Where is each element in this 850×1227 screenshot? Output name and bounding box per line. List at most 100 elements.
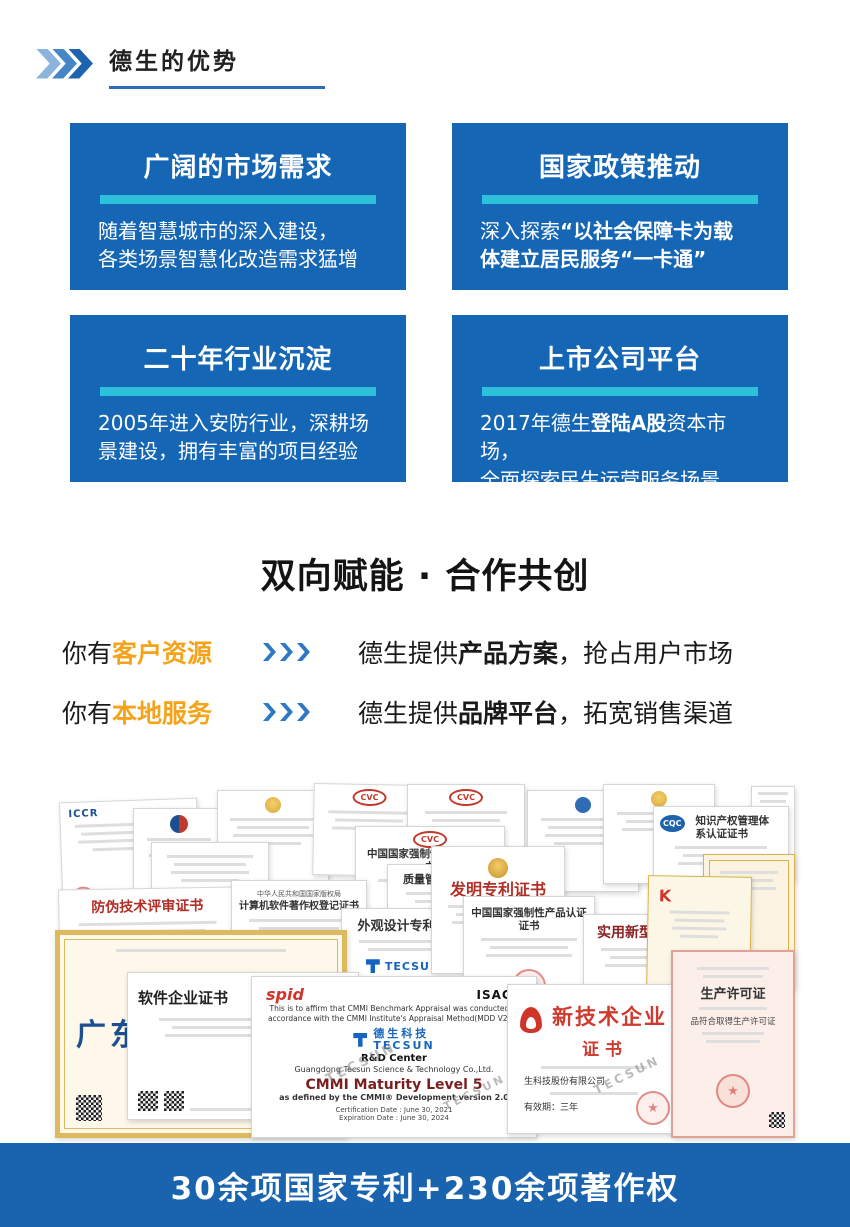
text-line (541, 818, 625, 821)
text-line (486, 954, 572, 958)
text-line (249, 918, 349, 922)
text-line (165, 1034, 321, 1037)
qr-code (164, 1091, 184, 1111)
cmmi-statement-line1: This is to affirm that CMMI Benchmark Ap… (269, 1004, 519, 1013)
card-text: 随着智慧城市的深入建设， 各类场景智慧化改造需求猛增 (98, 219, 358, 272)
certificate-title: 中国国家强制性产品认证证书 (471, 907, 587, 933)
accent-bar (482, 195, 758, 204)
certificate-label: 证书 (582, 1040, 628, 1060)
offer-tail: ，抢占用户市场 (558, 639, 734, 668)
card-body: 深入探索“以社会保障卡为载 体建立居民服务“一卡通” (470, 217, 770, 274)
card-body: 2017年德生登陆A股资本市场， 全面探索民生运营服务场景 (470, 409, 770, 494)
text-line (540, 1066, 648, 1069)
certificate-title: 外观设计专利证 (357, 919, 449, 934)
qr-code-group (138, 1091, 260, 1111)
card-title: 上市公司平台 (538, 345, 701, 375)
accent-bar (100, 195, 376, 204)
text-line (170, 871, 250, 874)
text-line (674, 918, 724, 923)
cqc-logo: CQC (660, 815, 685, 832)
text-line (554, 842, 612, 845)
certificate-title: 防伪技术评审证书 (91, 898, 204, 916)
text-line (680, 934, 718, 939)
accent-bar (100, 387, 376, 396)
qr-code (138, 1091, 158, 1111)
text-line (432, 819, 500, 822)
card-body: 2005年进入安防行业，深耕场 景建设，拥有丰富的项目经验 (88, 409, 388, 466)
advantage-card-market-demand: 广阔的市场需求 随着智慧城市的深入建设， 各类场景智慧化改造需求猛增 (70, 123, 406, 290)
tecsun-mark-icon (365, 959, 380, 974)
chevron-icon (280, 703, 293, 721)
text-line (701, 1032, 765, 1035)
certificate-title: 生产许可证 (700, 987, 766, 1002)
cvc-logo: CVC (413, 831, 447, 848)
advantage-card-experience: 二十年行业沉淀 2005年进入安防行业，深耕场 景建设，拥有丰富的项目经验 (70, 315, 406, 482)
text-line (146, 838, 212, 841)
text-line (674, 846, 768, 850)
text-line (672, 926, 727, 931)
round-logo-icon (575, 797, 591, 813)
text-line (116, 949, 286, 952)
offer-tail: ，拓宽销售渠道 (558, 699, 734, 728)
card-text: 资本市场， 全面探索民生运营服务场景 (480, 411, 727, 492)
text-line (696, 967, 770, 970)
red-seal-stamp (636, 1091, 670, 1125)
collab-row-customer: 你有客户资源 德生提供产品方案，抢占用户市场 (62, 634, 733, 670)
cvc-logo: CVC (449, 789, 483, 806)
chevron-icon (280, 643, 293, 661)
qr-code (769, 1112, 785, 1128)
round-logo-icon (265, 797, 281, 813)
round-logo-icon (170, 815, 188, 833)
you-prefix: 你有 (62, 639, 113, 668)
text-line (159, 1018, 327, 1021)
certificate-collage: ICCR CVC CVC CVC 中国国家强制性产品认证证书 (55, 783, 795, 1142)
k-logo: K (658, 886, 672, 906)
license-subline: 品符合取得生产许可证 (690, 1017, 776, 1027)
card-text-bold: “以社会保障卡为载 体建立居民服务“一卡通” (480, 219, 734, 272)
triple-chevron-icon (263, 703, 314, 721)
card-text: 深入探索 (480, 219, 560, 243)
text-line (705, 1040, 761, 1043)
offer-text: 德生提供品牌平台，拓宽销售渠道 (358, 694, 733, 730)
cmmi-statement-line2: accordance with the CMMI Institute's App… (267, 1014, 521, 1024)
you-have-label: 你有客户资源 (62, 634, 263, 670)
advantage-card-listed-company: 上市公司平台 2017年德生登陆A股资本市场， 全面探索民生运营服务场景 (452, 315, 788, 492)
text-line (258, 926, 340, 930)
cvc-logo: CVC (352, 788, 387, 807)
asset-highlight: 本地服务 (112, 699, 213, 728)
chevron-icon (297, 643, 310, 661)
company-name: 生科技股份有限公司 (524, 1077, 606, 1087)
flame-logo-icon (520, 1007, 542, 1033)
certificate-title: 软件企业证书 (138, 989, 229, 1007)
card-text: 2005年进入安防行业，深耕场 景建设，拥有丰富的项目经验 (98, 411, 369, 464)
round-logo-icon (651, 791, 667, 807)
offer-bold: 品牌平台 (458, 699, 559, 728)
section-header: 德生的优势 (36, 42, 325, 89)
certificate-title: 计算机软件著作权登记证书 (239, 901, 359, 912)
footer-slogan: 30余项国家专利+230余项著作权 (170, 1170, 680, 1207)
cmmi-level: CMMI Maturity Level 5 (305, 1077, 483, 1094)
text-line (367, 948, 439, 952)
text-line (167, 855, 253, 858)
expiration-date: Expiration Date : June 30, 2024 (339, 1114, 449, 1123)
certificate-title: 新技术企业 (552, 1005, 667, 1029)
text-line (174, 863, 246, 866)
text-line (171, 1026, 315, 1029)
red-seal-stamp (716, 1074, 750, 1108)
offer-prefix: 德生提供 (358, 639, 459, 668)
text-line (245, 842, 301, 845)
text-line (335, 818, 404, 823)
triple-chevron-icon (263, 643, 314, 661)
tecsun-logo-block: 德生科技 TECSUN (266, 1028, 522, 1051)
you-have-label: 你有本地服务 (62, 694, 263, 730)
text-line (760, 800, 786, 803)
text-line (490, 946, 568, 950)
text-line (544, 834, 622, 837)
text-line (720, 871, 778, 874)
card-text-bold: 登陆A股 (590, 411, 667, 435)
advantage-card-policy: 国家政策推动 深入探索“以社会保障卡为载 体建立居民服务“一卡通” (452, 123, 788, 290)
certificate-title: 发明专利证书 (449, 880, 546, 899)
asset-highlight: 客户资源 (112, 639, 213, 668)
text-line (698, 1007, 768, 1010)
page-title: 德生的优势 (109, 42, 325, 89)
